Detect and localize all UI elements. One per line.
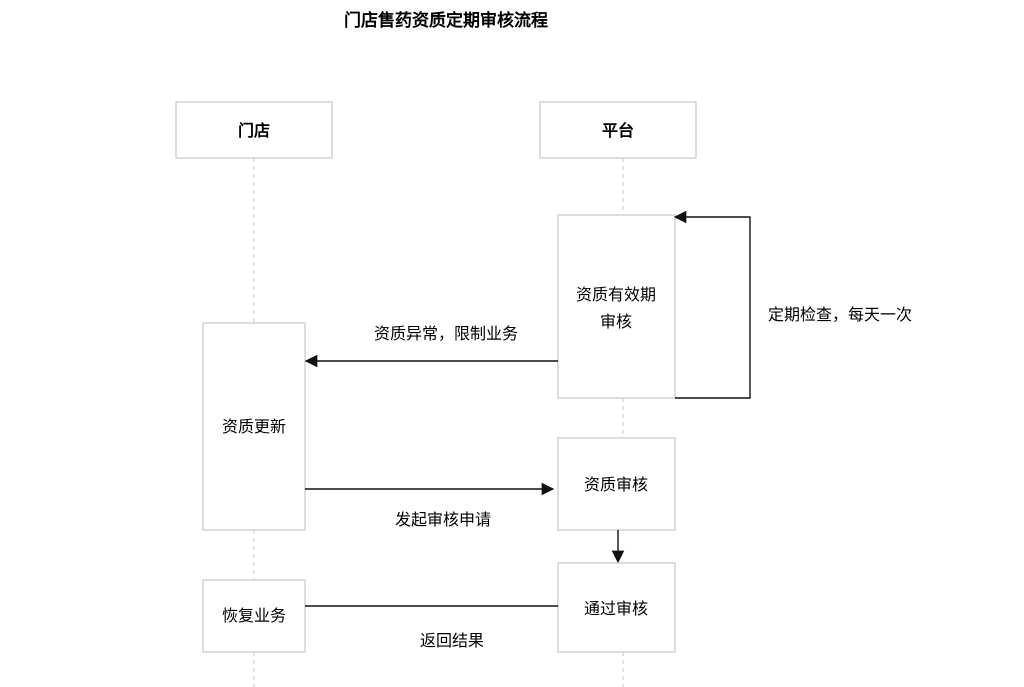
periodic-check-loop-arrow — [673, 210, 751, 399]
qualification-update-label: 资质更新 — [222, 417, 286, 436]
qualification-validity-review-label-line1: 资质有效期 — [576, 285, 656, 304]
qualification-validity-review-box — [557, 214, 676, 399]
platform-lane-header — [539, 101, 697, 159]
store-lane-header — [175, 101, 333, 159]
qualification-review-label: 资质审核 — [584, 475, 648, 494]
resume-business-label: 恢复业务 — [222, 606, 286, 625]
abnormal-restrict-label: 资质异常，限制业务 — [374, 324, 518, 343]
periodic-check-label: 定期检查，每天一次 — [768, 305, 912, 324]
resume-business-box — [202, 579, 306, 653]
qualification-review-box — [557, 437, 676, 531]
qualification-update-box — [202, 322, 306, 531]
return-result-label: 返回结果 — [420, 631, 484, 650]
store-lane-label: 门店 — [238, 121, 270, 140]
review-passed-box — [557, 562, 676, 653]
submit-review-label: 发起审核申请 — [395, 510, 491, 529]
platform-lane-label: 平台 — [602, 121, 634, 140]
diagram-title: 门店售药资质定期审核流程 — [344, 10, 548, 31]
qualification-validity-review-label-line2: 审核 — [600, 312, 632, 331]
review-passed-label: 通过审核 — [584, 599, 648, 618]
